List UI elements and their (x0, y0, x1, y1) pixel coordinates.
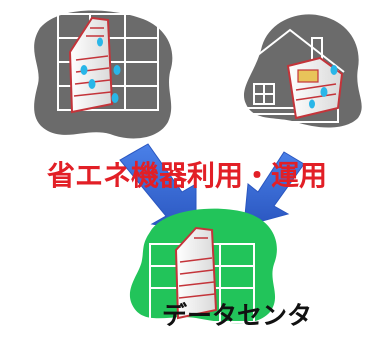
datacenter-server-icon (174, 226, 218, 320)
left-arrow-icon (119, 143, 197, 233)
droplet-icon (88, 79, 96, 89)
house-droplet-icons (309, 65, 338, 109)
right-arrow-icon (243, 151, 305, 227)
arrows (119, 143, 305, 233)
droplet-icon (80, 65, 88, 75)
energy-saving-label: 省エネ機器利用・運用 (46, 159, 327, 192)
droplet-icon (320, 87, 328, 97)
droplet-icon (309, 99, 315, 109)
house-group (235, 14, 362, 128)
droplet-icon (113, 65, 121, 75)
datacenter-group (129, 208, 277, 324)
house-server-icon (286, 56, 344, 120)
droplet-icon (97, 37, 103, 47)
datacenter-label: データセンタ (162, 301, 313, 330)
office-group (34, 10, 173, 139)
droplet-icons (80, 37, 121, 103)
droplet-icon (330, 65, 338, 75)
droplet-icon (111, 93, 119, 103)
